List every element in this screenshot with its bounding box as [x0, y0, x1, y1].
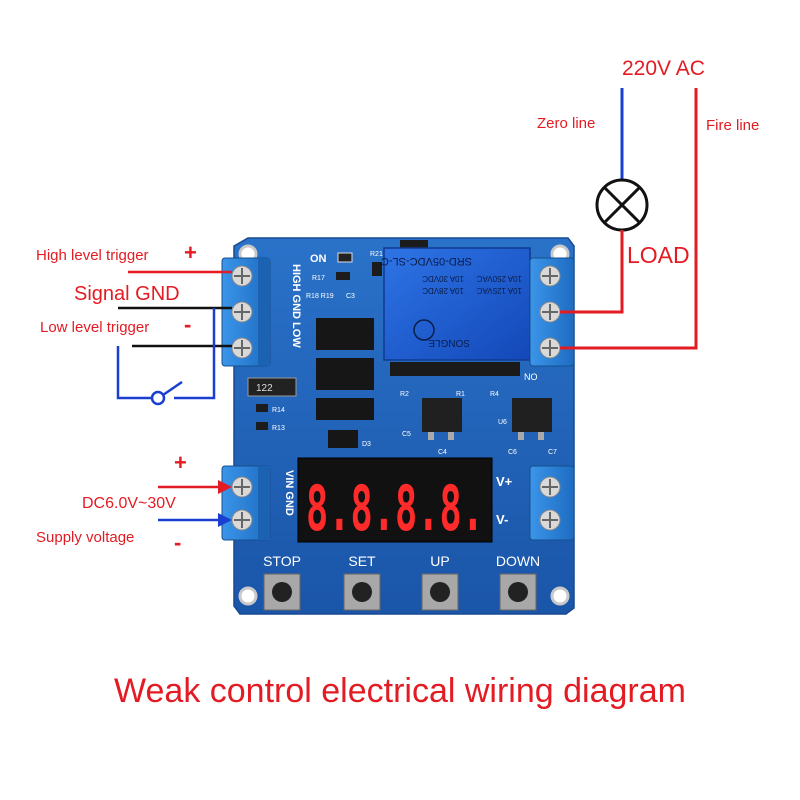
power-terminal [221, 465, 271, 541]
on-led-label: ON [310, 253, 327, 265]
input-terminal-block [221, 257, 271, 367]
terminal-screw [539, 301, 561, 323]
switch-wire [174, 308, 216, 400]
supply-minus-sign: - [174, 530, 182, 555]
r4-label: R4 [490, 391, 499, 398]
r14-label: R14 [272, 407, 285, 414]
ac-load-wiring [560, 88, 698, 350]
relay-no-label: NO [524, 372, 538, 382]
relay-output-terminal [529, 257, 575, 367]
terminal-screw [231, 301, 253, 323]
vminus-label: V- [496, 512, 508, 527]
supply-voltage-label: Supply voltage [36, 529, 135, 546]
relay-rating: 10A 250VAC [477, 274, 522, 283]
relay-rating: 10A 125VAC [477, 286, 522, 295]
load-label: LOAD [627, 242, 690, 268]
set-button-label: SET [348, 553, 376, 569]
stop-button[interactable] [263, 573, 301, 611]
seven-segment-display: 8.8.8.8. [297, 457, 493, 545]
r2-label: R2 [400, 391, 409, 398]
relay-model: SRD-05VDC-SL-C [381, 255, 472, 267]
r18-r19-label: R18 R19 [306, 293, 334, 300]
down-button-label: DOWN [496, 553, 540, 569]
up-button[interactable] [421, 573, 459, 611]
relay-logo [413, 319, 435, 341]
resistor [372, 262, 382, 276]
r17-label: R17 [312, 275, 325, 282]
relay-brand: SONGLE [428, 337, 470, 348]
terminal-screw [539, 476, 561, 498]
stop-button-label: STOP [263, 553, 301, 569]
low-trigger-minus-sign: - [184, 312, 192, 337]
high-trigger-plus-sign: + [184, 240, 197, 265]
terminal-screw [231, 265, 253, 287]
terminal-screw [231, 476, 253, 498]
lamp-load-icon [595, 178, 649, 232]
switch-wire [116, 346, 152, 400]
c6-label: C6 [508, 449, 517, 456]
arrow-right-icon [218, 480, 232, 494]
dc-range-label: DC6.0V~30V [82, 495, 176, 512]
load-to-relay-wire [560, 230, 624, 314]
r1-label: R1 [456, 391, 465, 398]
arrow-right-icon [218, 513, 232, 527]
signal-gnd-label: Signal GND [74, 283, 180, 305]
mounting-hole [238, 586, 258, 606]
relay-rating: 10A 28VDC [422, 286, 464, 295]
display-digits: 8.8.8.8. [306, 472, 484, 545]
relay-base [390, 362, 520, 376]
terminal-screw [231, 337, 253, 359]
low-level-trigger-label: Low level trigger [40, 319, 150, 336]
d3-label: D3 [362, 441, 371, 448]
down-button[interactable] [499, 573, 537, 611]
resistor [256, 404, 268, 412]
optocoupler-chips [316, 318, 374, 448]
relay: SRD-05VDC-SL-C 10A 250VAC 10A 125VAC 10A… [381, 247, 531, 361]
resistor [400, 240, 428, 248]
r21-label: R21 [370, 251, 383, 258]
diagram-caption: Weak control electrical wiring diagram [114, 672, 686, 710]
c5-label: C5 [402, 431, 411, 438]
vplus-label: V+ [496, 474, 513, 489]
switch-lever [162, 380, 183, 397]
switch-icon [150, 390, 166, 406]
power-terminal-silkscreen: VIN GND [283, 470, 295, 516]
r13-label: R13 [272, 425, 285, 432]
trigger-wiring [116, 270, 232, 406]
c4-label: C4 [438, 449, 447, 456]
terminal-screw [231, 509, 253, 531]
ac-supply-label: 220V AC [622, 57, 705, 80]
regulator-chips [422, 398, 552, 440]
set-button[interactable] [343, 573, 381, 611]
c7-label: C7 [548, 449, 557, 456]
inductor-label: 122 [256, 383, 273, 394]
high-level-trigger-label: High level trigger [36, 247, 149, 264]
on-led [337, 252, 353, 263]
power-wiring [158, 480, 232, 527]
mounting-hole [550, 586, 570, 606]
u6-label: U6 [498, 419, 507, 426]
terminal-screw [539, 265, 561, 287]
fire-line-wire [560, 88, 698, 350]
resistor [336, 272, 350, 280]
relay-rating: 10A 30VDC [422, 274, 464, 283]
fire-line-label: Fire line [706, 117, 760, 134]
supply-plus-sign: + [174, 450, 187, 475]
terminal-screw [539, 337, 561, 359]
terminal-screw [539, 509, 561, 531]
input-terminal-silkscreen: HIGH GND LOW [290, 264, 302, 348]
resistor [256, 422, 268, 430]
zero-line-label: Zero line [537, 115, 596, 132]
c3-label: C3 [346, 293, 355, 300]
voltage-measure-terminal [529, 465, 575, 541]
up-button-label: UP [430, 553, 449, 569]
inductor [247, 377, 297, 397]
button-row: STOP SET UP DOWN [263, 553, 540, 611]
